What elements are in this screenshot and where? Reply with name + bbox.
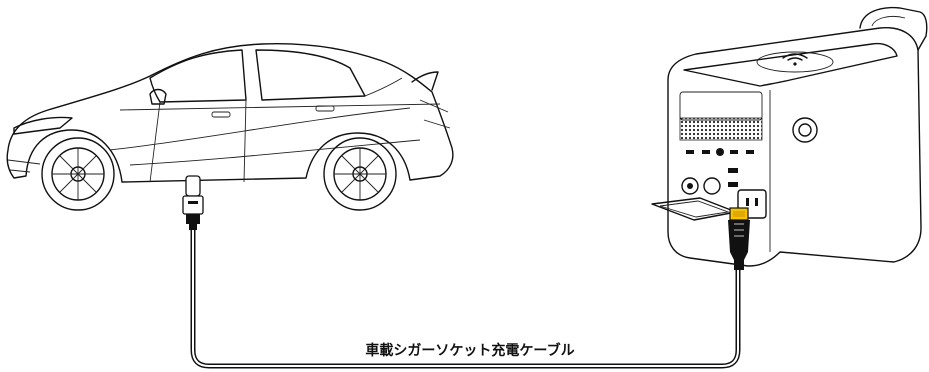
- cable-caption: 車載シガーソケット充電ケーブル: [365, 343, 575, 359]
- dc-connector-icon: [728, 207, 750, 270]
- cigarette-plug-icon: [182, 175, 204, 230]
- rear-wheel: [323, 137, 397, 211]
- usb-ports: [686, 148, 754, 156]
- power-station-icon: [651, 6, 928, 267]
- front-wheel: [41, 137, 115, 211]
- vent-grille: [679, 117, 763, 141]
- car-icon: [6, 43, 454, 211]
